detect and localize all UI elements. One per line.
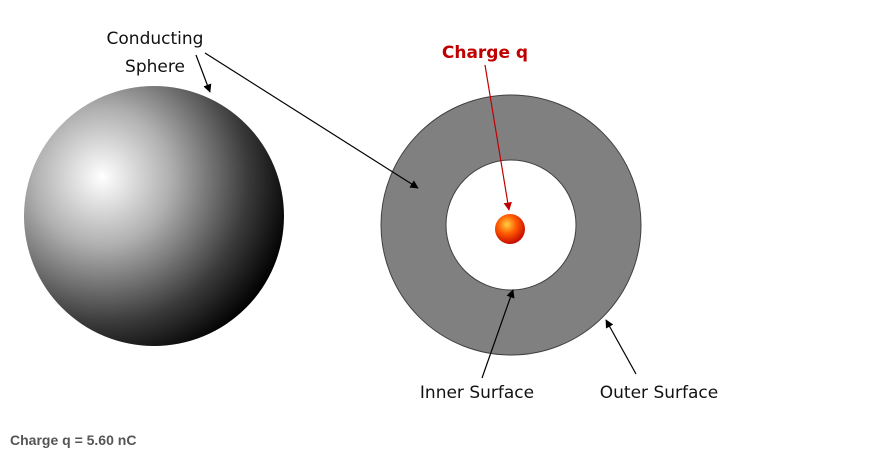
- label-conducting: Conducting: [107, 29, 204, 49]
- label-charge: Charge q: [442, 43, 528, 63]
- point-charge: [495, 214, 525, 244]
- conducting-sphere: [24, 86, 284, 346]
- arrow-conducting-shell: [204, 52, 419, 189]
- arrow-outer-surface: [605, 319, 637, 375]
- label-inner-surface: Inner Surface: [420, 383, 534, 403]
- arrow-conducting-sphere: [195, 54, 212, 93]
- label-sphere: Sphere: [125, 57, 185, 77]
- charge-value-text: Charge q = 5.60 nC: [10, 432, 137, 448]
- label-outer-surface: Outer Surface: [600, 383, 718, 403]
- arrow-inner-surface: [481, 289, 515, 379]
- arrow-charge: [484, 64, 512, 211]
